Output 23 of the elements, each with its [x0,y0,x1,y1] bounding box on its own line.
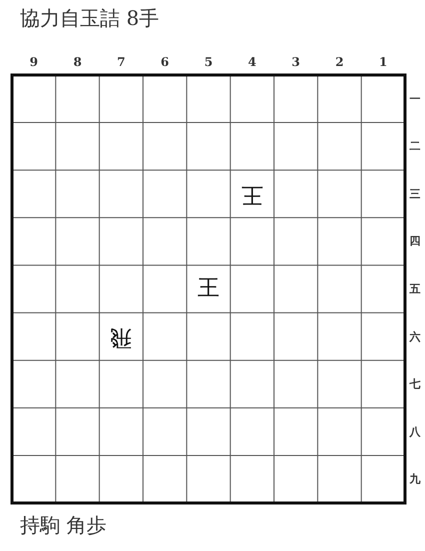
rank-number: 四 [410,236,420,247]
rank-number: 六 [410,331,420,342]
shogi-piece: 飛 [110,326,132,348]
file-number: 3 [292,56,300,68]
file-number: 1 [378,56,388,68]
file-number: 5 [204,56,213,68]
file-number: 6 [160,56,169,68]
rank-number: 八 [410,426,420,438]
file-number: 8 [73,56,82,68]
shogi-piece: 王 [241,182,264,205]
rank-number: 三 [410,188,420,200]
file-number: 7 [116,56,126,68]
rank-number: 一 [410,93,420,104]
rank-number: 二 [410,140,420,152]
file-number: 4 [248,56,256,68]
file-number: 2 [335,56,344,68]
pieces-in-hand: 持駒 角歩 [20,515,106,535]
rank-number: 九 [410,474,420,485]
file-number: 9 [30,56,38,68]
shogi-piece: 王 [198,278,220,300]
problem-title: 協力自玉詰 8手 [20,8,160,28]
rank-number: 五 [410,284,420,294]
rank-number: 七 [410,378,420,390]
